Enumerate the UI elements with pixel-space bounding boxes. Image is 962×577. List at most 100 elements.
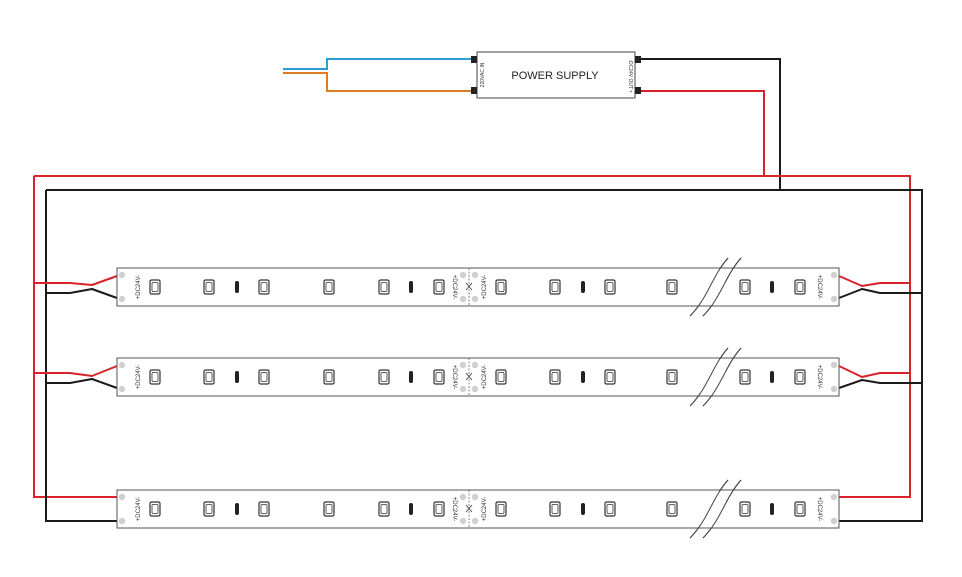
led-lens: [205, 504, 213, 514]
led-lens: [325, 282, 333, 292]
led-lens: [497, 372, 505, 382]
led-chip: [378, 501, 390, 517]
psu-output-minus-label: -: [630, 58, 632, 64]
solder-pad: [459, 295, 467, 303]
psu-output-terminal-plus: [635, 87, 641, 94]
resistor: [235, 503, 239, 515]
led-chip: [258, 279, 270, 295]
psu-output-plus-label: +: [630, 89, 633, 95]
led-lens: [606, 504, 614, 514]
polarity-label: +DC24V-: [136, 365, 142, 390]
resistor: [770, 281, 774, 293]
psu-output-terminal-minus: [635, 56, 641, 63]
break-gap: [700, 491, 726, 527]
strip-body: [116, 267, 840, 307]
led-lens: [435, 372, 443, 382]
solder-pad: [118, 517, 126, 525]
led-chip: [203, 501, 215, 517]
row2-right-negative-lead: [838, 379, 922, 389]
polarity-label: +DC24V-: [816, 275, 822, 300]
led-chip: [739, 501, 751, 517]
led-lens: [380, 504, 388, 514]
led-chip: [258, 501, 270, 517]
solder-pad: [459, 517, 467, 525]
psu-input-terminal-2: [471, 87, 477, 94]
solder-pad: [830, 361, 838, 369]
polarity-label: +DC24V-: [816, 365, 822, 390]
ac-live-wire: [283, 58, 471, 70]
psu-input-terminal-1: [471, 56, 477, 63]
resistor: [409, 281, 413, 293]
led-chip: [378, 279, 390, 295]
led-chip: [739, 279, 751, 295]
led-lens: [497, 282, 505, 292]
led-lens: [260, 282, 268, 292]
strip-connections: [34, 275, 922, 389]
led-chip: [433, 369, 445, 385]
led-chip: [323, 279, 335, 295]
break-mark: [689, 479, 729, 539]
polarity-label: +DC24V-: [482, 275, 488, 300]
led-chip: [794, 279, 806, 295]
led-lens: [668, 504, 676, 514]
dc-output-wires: [641, 58, 781, 190]
led-lens: [741, 372, 749, 382]
break-gap: [700, 359, 726, 395]
led-lens: [380, 372, 388, 382]
led-lens: [325, 504, 333, 514]
led-chip: [495, 279, 507, 295]
solder-pad: [459, 271, 467, 279]
led-strip-row-3: +DC24V-+DC24V-+DC24V-+DC24V-: [116, 479, 840, 539]
led-lens: [151, 282, 159, 292]
led-lens: [497, 504, 505, 514]
led-chip: [794, 501, 806, 517]
led-lens: [205, 372, 213, 382]
break-mark: [689, 257, 729, 317]
led-lens: [668, 372, 676, 382]
scissors-icon: [465, 372, 473, 381]
row1-right-positive-lead: [838, 275, 910, 287]
led-lens: [796, 282, 804, 292]
solder-pad: [118, 271, 126, 279]
resistor: [770, 503, 774, 515]
break-mark: [702, 257, 742, 317]
resistor: [581, 281, 585, 293]
row2-left-negative-lead: [46, 378, 118, 389]
resistor: [409, 371, 413, 383]
led-chip: [323, 369, 335, 385]
solder-pad: [459, 361, 467, 369]
led-chip: [149, 501, 161, 517]
led-chip: [604, 369, 616, 385]
break-mark: [689, 347, 729, 407]
break-mark: [702, 479, 742, 539]
solder-pad: [471, 517, 479, 525]
psu-output-label: DC24V OUT: [627, 61, 633, 89]
led-lens: [205, 282, 213, 292]
scissors-icon: [465, 504, 473, 513]
power-supply: POWER SUPPLY 220VAC IN DC24V OUT - +: [471, 51, 641, 99]
polarity-label: +DC24V-: [451, 275, 457, 300]
scissors-icon: [465, 282, 473, 291]
polarity-label: +DC24V-: [482, 365, 488, 390]
led-lens: [741, 282, 749, 292]
led-chip: [149, 279, 161, 295]
led-chip: [203, 279, 215, 295]
solder-pad: [830, 295, 838, 303]
polarity-label: +DC24V-: [451, 497, 457, 522]
solder-pad: [471, 295, 479, 303]
led-chip: [323, 501, 335, 517]
solder-pad: [118, 295, 126, 303]
resistor: [581, 371, 585, 383]
power-supply-box: [476, 51, 636, 99]
led-lens: [606, 282, 614, 292]
resistor: [235, 281, 239, 293]
solder-pad: [830, 517, 838, 525]
ac-neutral-wire: [283, 72, 471, 92]
strip-body: [116, 489, 840, 529]
led-chip: [666, 501, 678, 517]
solder-pad: [830, 385, 838, 393]
solder-pad: [118, 361, 126, 369]
power-supply-title: POWER SUPPLY: [511, 70, 599, 82]
led-lens: [551, 372, 559, 382]
led-lens: [741, 504, 749, 514]
